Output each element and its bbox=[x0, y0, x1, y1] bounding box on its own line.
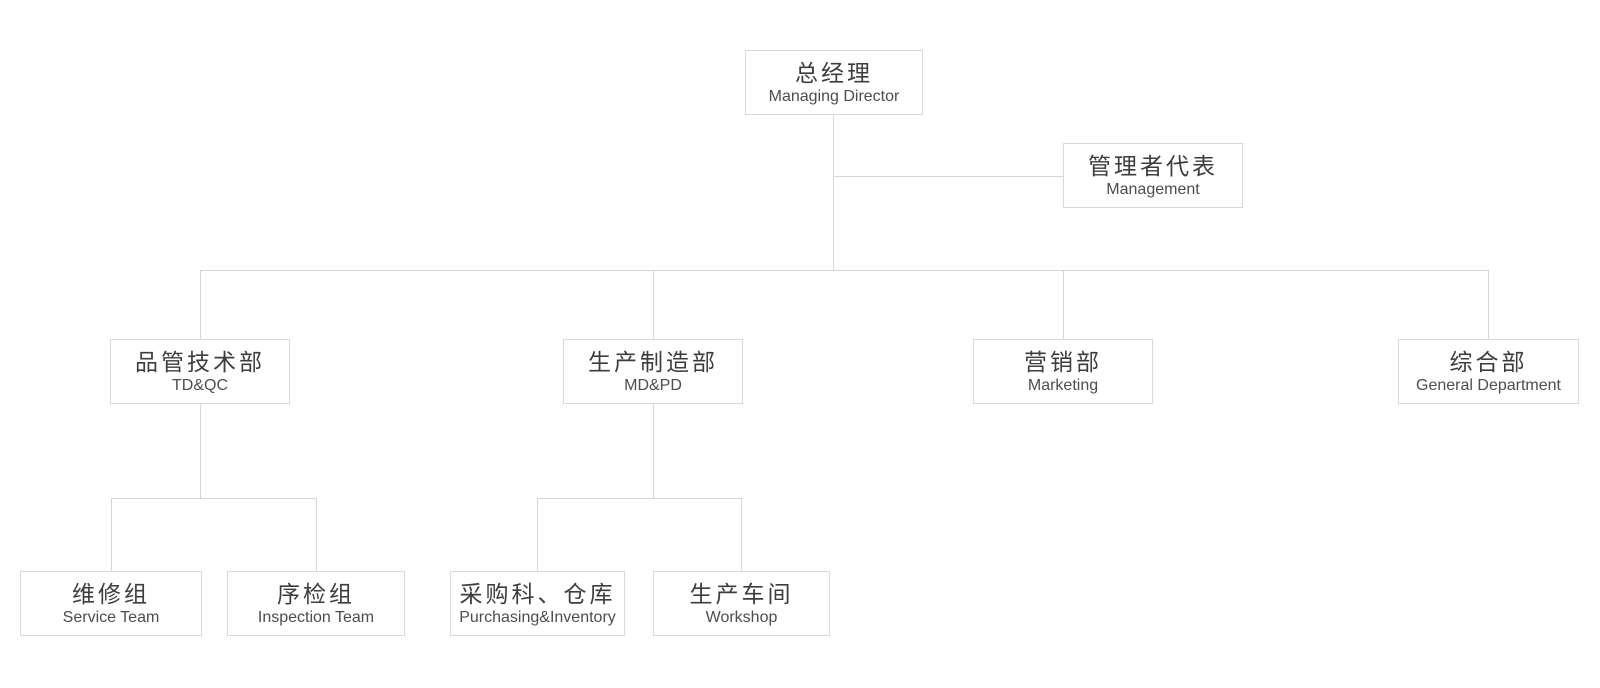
org-node-management-title-zh: 管理者代表 bbox=[1088, 152, 1218, 179]
connector-level2-horizontal bbox=[200, 270, 1488, 271]
org-node-inspection-team: 序检组 Inspection Team bbox=[227, 571, 405, 636]
org-node-inspection-team-title-zh: 序检组 bbox=[277, 580, 355, 607]
connector-drop-general bbox=[1488, 270, 1489, 339]
org-node-md-pd-title-zh: 生产制造部 bbox=[588, 348, 718, 375]
connector-trunk-vertical bbox=[833, 114, 834, 270]
org-node-marketing-title-zh: 营销部 bbox=[1024, 348, 1102, 375]
org-node-td-qc-title-zh: 品管技术部 bbox=[135, 348, 265, 375]
org-node-td-qc-title-en: TD&QC bbox=[172, 377, 228, 395]
org-node-workshop: 生产车间 Workshop bbox=[653, 571, 830, 636]
org-node-managing-director: 总经理 Managing Director bbox=[745, 50, 923, 115]
org-node-purchasing-inventory-title-zh: 采购科、仓库 bbox=[459, 580, 616, 607]
connector-management-branch bbox=[833, 176, 1063, 177]
org-node-managing-director-title-zh: 总经理 bbox=[795, 59, 873, 86]
org-node-general-department: 综合部 General Department bbox=[1398, 339, 1579, 404]
org-node-service-team-title-zh: 维修组 bbox=[72, 580, 150, 607]
org-node-purchasing-inventory: 采购科、仓库 Purchasing&Inventory bbox=[450, 571, 625, 636]
org-node-managing-director-title-en: Managing Director bbox=[768, 88, 900, 106]
connector-md-pd-bracket bbox=[537, 498, 742, 499]
connector-drop-inspection bbox=[316, 498, 317, 571]
org-node-purchasing-inventory-title-en: Purchasing&Inventory bbox=[459, 609, 616, 627]
org-node-workshop-title-en: Workshop bbox=[705, 609, 778, 627]
connector-drop-td-qc bbox=[200, 270, 201, 339]
connector-drop-marketing bbox=[1063, 270, 1064, 339]
org-node-md-pd: 生产制造部 MD&PD bbox=[563, 339, 743, 404]
org-node-general-department-title-en: General Department bbox=[1416, 377, 1561, 395]
org-node-inspection-team-title-en: Inspection Team bbox=[257, 609, 375, 627]
org-node-workshop-title-zh: 生产车间 bbox=[689, 580, 794, 607]
org-node-marketing-title-en: Marketing bbox=[1027, 377, 1099, 395]
connector-drop-workshop bbox=[741, 498, 742, 571]
org-node-md-pd-title-en: MD&PD bbox=[624, 377, 682, 395]
connector-td-qc-bracket bbox=[111, 498, 317, 499]
org-node-service-team-title-en: Service Team bbox=[62, 609, 160, 627]
org-node-general-department-title-zh: 综合部 bbox=[1449, 348, 1528, 375]
connector-drop-purchasing bbox=[537, 498, 538, 571]
org-node-management-title-en: Management bbox=[1106, 181, 1200, 199]
org-node-marketing: 营销部 Marketing bbox=[973, 339, 1153, 404]
org-node-service-team: 维修组 Service Team bbox=[20, 571, 202, 636]
connector-drop-md-pd bbox=[653, 270, 654, 339]
connector-md-pd-stem bbox=[653, 404, 654, 498]
connector-td-qc-stem bbox=[200, 404, 201, 498]
org-node-td-qc: 品管技术部 TD&QC bbox=[110, 339, 290, 404]
org-node-management: 管理者代表 Management bbox=[1063, 143, 1243, 208]
connector-drop-service bbox=[111, 498, 112, 571]
